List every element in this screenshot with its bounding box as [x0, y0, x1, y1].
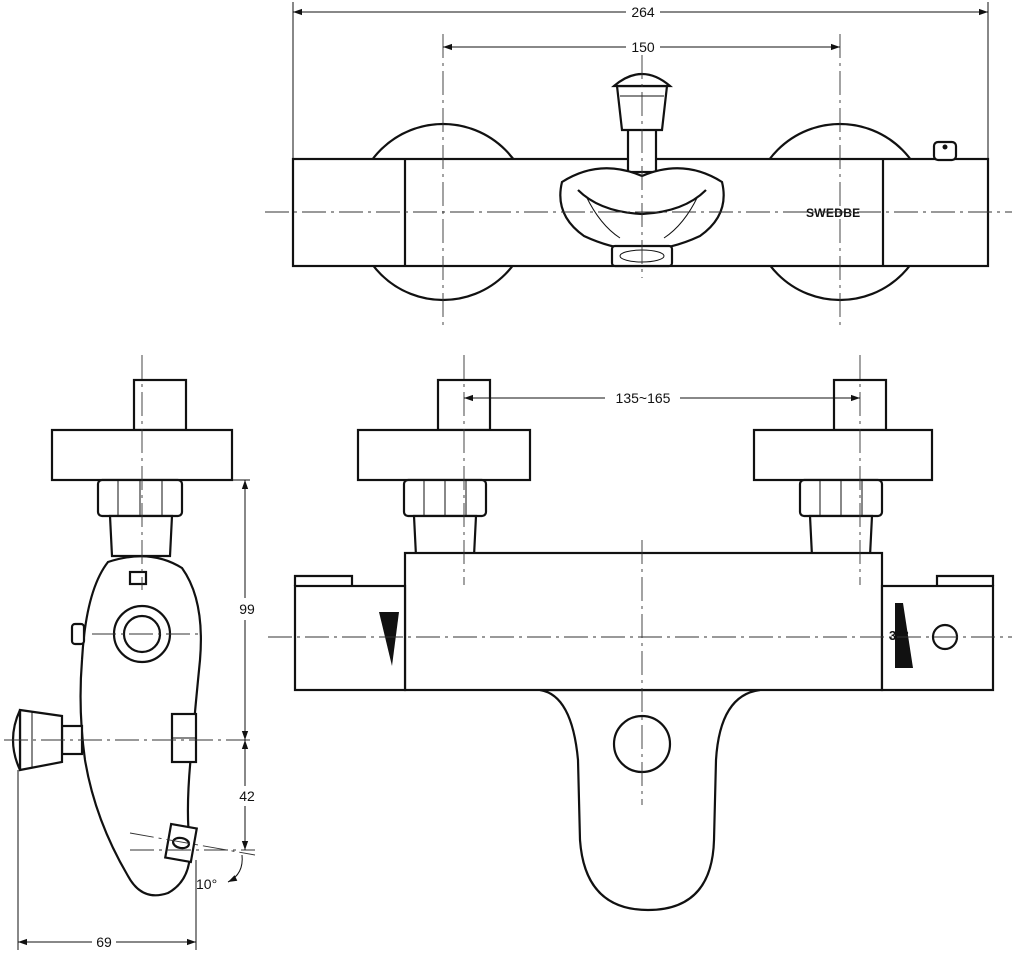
spout-front-view	[539, 688, 761, 912]
side-view: 99 42 10° 69	[4, 355, 256, 950]
right-inlet-connection	[752, 378, 934, 558]
front-body	[403, 551, 884, 692]
temperature-mark: 38°	[889, 628, 909, 643]
dim-inlet-range: 135~165	[616, 390, 671, 406]
dim-spout-angle: 10°	[196, 876, 217, 892]
dim-center-distance: 150	[631, 39, 655, 55]
top-view: SWEDBE 264 150	[265, 2, 1012, 328]
brand-label: SWEDBE	[806, 206, 860, 220]
top-button	[932, 140, 958, 162]
temperature-scale	[895, 603, 913, 668]
handle-marker-left	[379, 612, 399, 666]
dim-overall-width: 264	[631, 4, 655, 20]
dim-depth: 69	[96, 934, 112, 950]
spout-tip	[163, 822, 199, 864]
dim-height: 99	[239, 601, 255, 617]
front-view: 38° 135~165	[268, 355, 1012, 912]
dim-spout-offset: 42	[239, 788, 255, 804]
left-inlet-connection	[356, 378, 532, 558]
side-body-profile	[79, 555, 202, 897]
